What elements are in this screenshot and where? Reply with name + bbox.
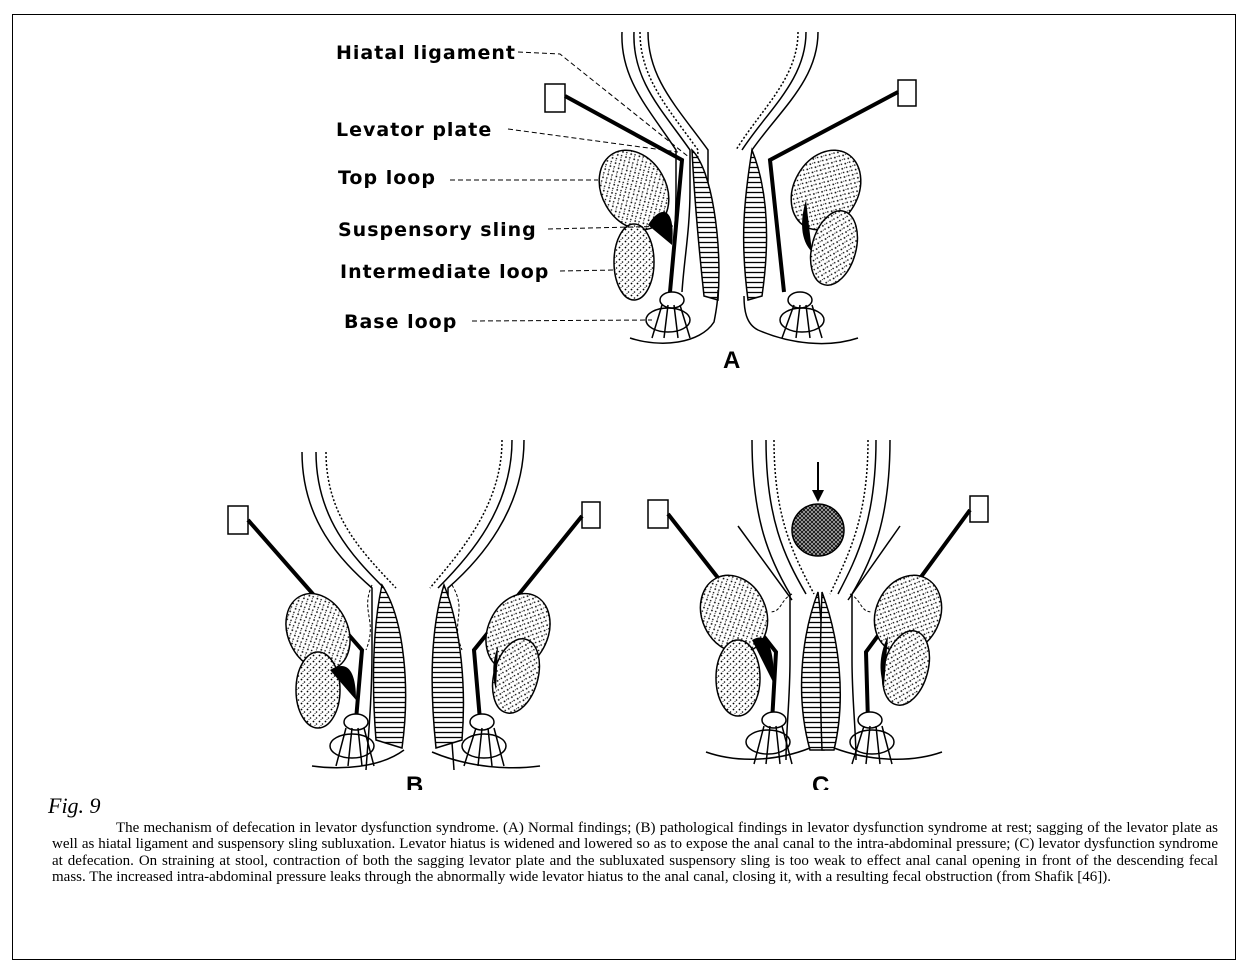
panel-b-drawing (228, 440, 600, 770)
anatomical-diagram: Hiatal ligament Levator plate Top loop S… (0, 0, 1245, 790)
base-loop (646, 292, 824, 338)
figure-label: Fig. 9 (48, 793, 101, 819)
label-intermediate-loop: Intermediate loop (340, 261, 549, 283)
label-base-loop: Base loop (344, 311, 457, 333)
figure-caption: The mechanism of defecation in levator d… (52, 820, 1218, 886)
panel-c-drawing (648, 440, 988, 764)
anal-canal-left (692, 150, 719, 300)
label-levator-plate: Levator plate (336, 119, 492, 141)
label-hiatal-ligament: Hiatal ligament (336, 42, 516, 64)
intermediate-loop-left (614, 224, 654, 300)
fecal-mass (792, 504, 844, 556)
panel-a-drawing (450, 32, 916, 344)
panel-label-b: B (406, 772, 423, 790)
label-suspensory-sling: Suspensory sling (338, 219, 537, 241)
panel-label-a: A (723, 347, 740, 374)
label-top-loop: Top loop (338, 167, 436, 189)
anal-canal-right (744, 150, 767, 300)
panel-label-c: C (812, 772, 829, 790)
